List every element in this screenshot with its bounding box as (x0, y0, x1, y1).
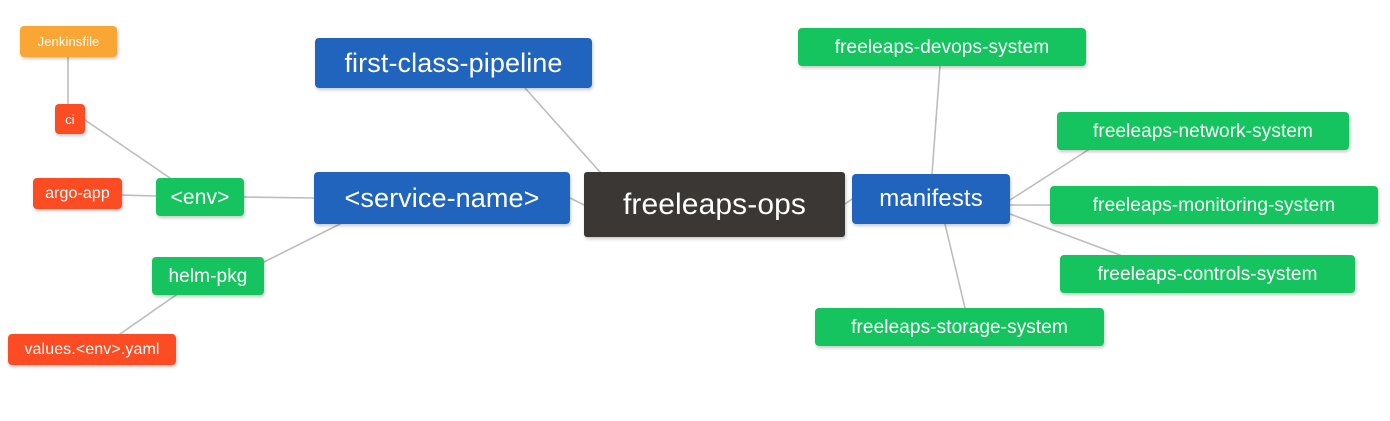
node-storage[interactable]: freeleaps-storage-system (815, 308, 1104, 346)
node-manifests[interactable]: manifests (852, 174, 1010, 224)
node-ci[interactable]: ci (55, 104, 85, 134)
edge-service-to-helm (263, 223, 341, 263)
node-monitoring[interactable]: freeleaps-monitoring-system (1050, 186, 1378, 224)
edge-env-to-ci (84, 119, 171, 179)
node-argo[interactable]: argo-app (33, 178, 122, 209)
node-values[interactable]: values.<env>.yaml (8, 334, 176, 365)
edge-manifests-to-storage (944, 223, 966, 309)
node-service[interactable]: <service-name> (314, 172, 570, 224)
node-root[interactable]: freeleaps-ops (584, 172, 845, 237)
node-jenkins[interactable]: Jenkinsfile (20, 26, 117, 57)
node-controls[interactable]: freeleaps-controls-system (1060, 255, 1355, 293)
edge-root-to-service (569, 197, 585, 206)
node-devops[interactable]: freeleaps-devops-system (798, 28, 1086, 66)
node-network[interactable]: freeleaps-network-system (1057, 112, 1349, 150)
node-env[interactable]: <env> (156, 178, 244, 216)
node-helm[interactable]: helm-pkg (152, 257, 264, 295)
edge-env-to-argo (121, 194, 157, 197)
edge-root-to-manifests (844, 198, 853, 205)
edge-root-to-pipeline (524, 87, 601, 173)
edge-helm-to-values (119, 294, 177, 335)
edge-service-to-env (243, 196, 315, 199)
edge-manifests-to-devops (931, 65, 941, 175)
node-pipeline[interactable]: first-class-pipeline (315, 38, 592, 88)
